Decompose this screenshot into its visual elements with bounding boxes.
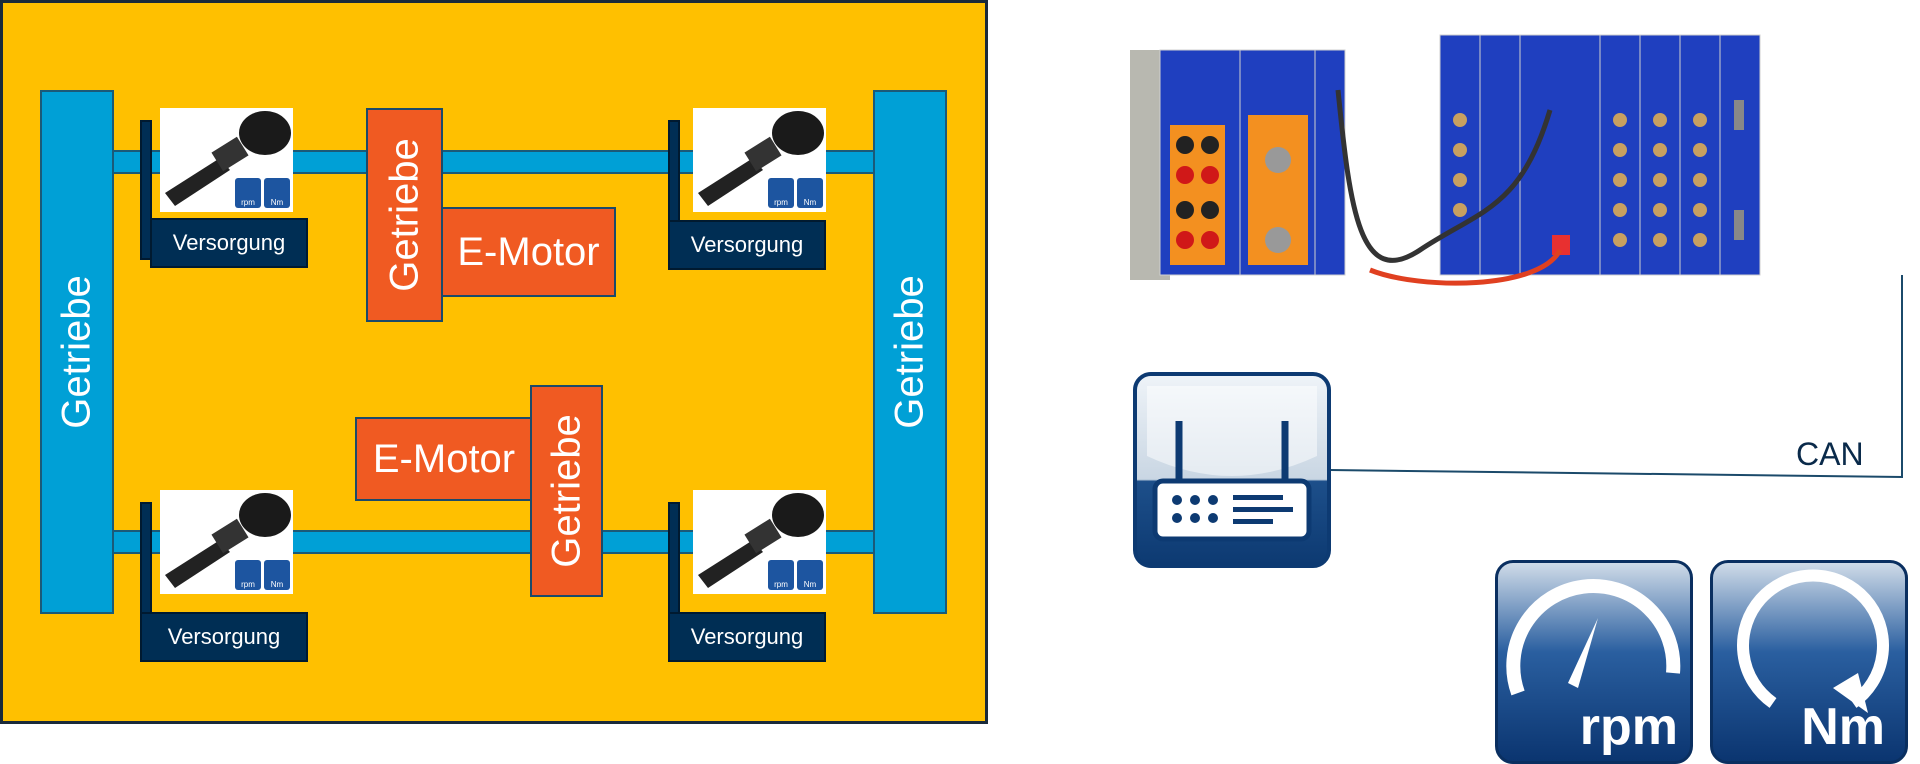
- torque-sensor-image: rpm Nm: [160, 108, 293, 212]
- rpm-badge: [768, 178, 794, 208]
- front-gearbox-label: Getriebe: [382, 138, 426, 292]
- can-label: CAN: [1796, 436, 1864, 472]
- left-gearbox: Getriebe: [40, 90, 114, 614]
- left-gearbox-label: Getriebe: [54, 275, 99, 429]
- rpm-badge: [235, 560, 261, 590]
- front-gearbox: Getriebe: [366, 108, 443, 322]
- rpm-icon: rpm: [1495, 560, 1693, 764]
- rack-cable-black: [1335, 89, 1553, 263]
- svg-text:rpm: rpm: [241, 580, 255, 589]
- nm-badge: [264, 560, 290, 590]
- svg-text:rpm: rpm: [774, 580, 788, 589]
- nm-badge: [797, 178, 823, 208]
- rpm-badge: [768, 560, 794, 590]
- rear-gearbox: Getriebe: [530, 385, 603, 597]
- nm-label: Nm: [1801, 698, 1885, 756]
- svg-text:Nm: Nm: [804, 198, 817, 207]
- supply-box: Versorgung: [140, 612, 308, 662]
- svg-text:Nm: Nm: [804, 580, 817, 589]
- torque-icon: Nm: [1710, 560, 1908, 764]
- measurement-rack-image: [1130, 34, 1761, 286]
- nm-badge: [797, 560, 823, 590]
- can-gateway-icon: [1133, 372, 1331, 568]
- rear-e-motor: E-Motor: [355, 417, 533, 501]
- rack-right-group: [1439, 34, 1761, 276]
- supply-box: Versorgung: [668, 612, 826, 662]
- torque-sensor-image: rpm Nm: [693, 490, 826, 594]
- rpm-label: rpm: [1579, 698, 1678, 756]
- rear-gearbox-label: Getriebe: [544, 414, 588, 568]
- svg-text:Nm: Nm: [271, 580, 284, 589]
- torque-sensor-image: rpm Nm: [160, 490, 293, 594]
- nm-badge: [264, 178, 290, 208]
- right-gearbox-label: Getriebe: [887, 275, 932, 429]
- svg-text:rpm: rpm: [774, 198, 788, 207]
- supply-box: Versorgung: [150, 218, 308, 268]
- torque-sensor-image: rpm Nm: [693, 108, 826, 212]
- svg-text:Nm: Nm: [271, 198, 284, 207]
- supply-box: Versorgung: [668, 220, 826, 270]
- rack-left-group: [1159, 49, 1346, 276]
- svg-text:rpm: rpm: [241, 198, 255, 207]
- rpm-badge: [235, 178, 261, 208]
- right-gearbox: Getriebe: [873, 90, 947, 614]
- front-e-motor: E-Motor: [441, 207, 616, 297]
- supply-cable: [140, 120, 152, 260]
